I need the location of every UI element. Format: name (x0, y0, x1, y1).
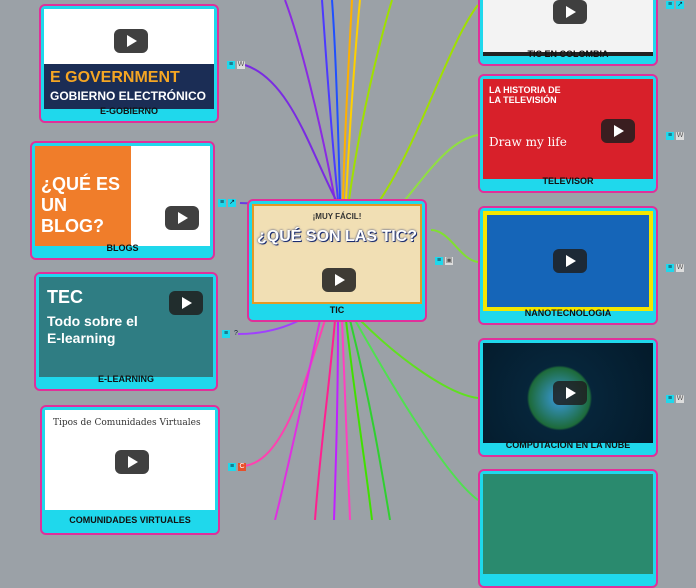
node-label: TIC (329, 305, 345, 315)
node-icons: ≡W (666, 395, 684, 403)
play-icon[interactable] (114, 29, 148, 53)
video-thumbnail[interactable]: E GOVERNMENT GOBIERNO ELECTRÓNICO (44, 9, 214, 109)
node-computacion-en-la-nube[interactable]: COMPUTACION EN LA NUBE (478, 338, 658, 457)
branch-lines (237, 0, 479, 520)
thumb-logo: TEC (47, 287, 83, 307)
play-icon[interactable] (553, 381, 587, 405)
wikipedia-icon[interactable]: W (676, 395, 684, 403)
thumb-text: ¿QUÉ ES UN BLOG? (41, 174, 121, 236)
play-icon[interactable] (553, 0, 587, 24)
video-thumbnail[interactable]: LA HISTORIA DE LA TELEVISIÓN Draw my lif… (483, 79, 653, 179)
wikipedia-icon[interactable]: W (676, 264, 684, 272)
thumb-text: ¡MUY FÁCIL! (312, 212, 362, 221)
node-label: E-LEARNING (98, 374, 154, 384)
thumb-text: Draw my life (489, 135, 567, 149)
node-label: COMPUTACION EN LA NUBE (505, 440, 631, 450)
menu-icon[interactable]: ≡ (218, 199, 226, 207)
wikipedia-icon[interactable]: W (676, 132, 684, 140)
menu-icon[interactable]: ≡ (227, 61, 235, 69)
menu-icon[interactable]: ≡ (666, 132, 674, 140)
menu-icon[interactable]: ≡ (666, 395, 674, 403)
link-icon[interactable]: ↗ (228, 199, 236, 207)
node-icons: ≡C (228, 463, 246, 471)
node-label: BLOGS (106, 243, 139, 253)
thumb-text: E GOVERNMENT (50, 69, 180, 86)
node-icons: ≡W (666, 264, 684, 272)
node-video[interactable] (478, 469, 658, 588)
play-icon[interactable] (553, 249, 587, 273)
video-thumbnail[interactable]: TEC Todo sobre el E-learning (39, 277, 213, 377)
node-tic-en-colombia[interactable]: TIC EN COLOMBIA (478, 0, 658, 66)
play-icon[interactable] (601, 119, 635, 143)
video-thumbnail[interactable]: Tipos de Comunidades Virtuales (45, 410, 215, 510)
image-icon[interactable]: ▣ (445, 257, 453, 265)
node-blogs[interactable]: ¿QUÉ ES UN BLOG? BLOGS (30, 141, 215, 260)
node-label: TIC EN COLOMBIA (527, 49, 609, 59)
node-icons: ≡? (222, 330, 240, 338)
menu-icon[interactable]: ≡ (228, 463, 236, 471)
play-icon[interactable] (169, 291, 203, 315)
thumb-text: Todo sobre el E-learning (47, 313, 138, 346)
menu-icon[interactable]: ≡ (666, 264, 674, 272)
video-thumbnail[interactable] (483, 343, 653, 443)
menu-icon[interactable]: ≡ (222, 330, 230, 338)
node-televisor[interactable]: LA HISTORIA DE LA TELEVISIÓN Draw my lif… (478, 74, 658, 193)
node-e-learning[interactable]: TEC Todo sobre el E-learning E-LEARNING (34, 272, 218, 391)
node-label: NANOTECNOLOGIA (524, 308, 612, 318)
menu-icon[interactable]: ≡ (666, 1, 674, 9)
node-icons: ≡W (666, 132, 684, 140)
video-thumbnail[interactable]: ¡MUY FÁCIL! ¿QUÉ SON LAS TIC? (252, 204, 422, 304)
node-comunidades-virtuales[interactable]: Tipos de Comunidades Virtuales COMUNIDAD… (40, 405, 220, 535)
node-icons: ≡W (227, 61, 245, 69)
menu-icon[interactable]: ≡ (435, 257, 443, 265)
node-tic-central[interactable]: ¡MUY FÁCIL! ¿QUÉ SON LAS TIC? TIC (247, 199, 427, 322)
help-icon[interactable]: ? (234, 330, 238, 337)
node-nanotecnologia[interactable]: NANOTECNOLOGIA (478, 206, 658, 325)
thumb-text: ¿QUÉ SON LAS TIC? (257, 228, 417, 245)
thumb-text: Tipos de Comunidades Virtuales (53, 418, 201, 428)
node-label: COMUNIDADES VIRTUALES (69, 515, 191, 525)
play-icon[interactable] (322, 268, 356, 292)
thumb-text: LA HISTORIA DE LA TELEVISIÓN (489, 85, 561, 105)
node-label: E-GOBIERNO (99, 106, 158, 116)
node-icons: ≡↗ (666, 1, 684, 9)
node-e-gobierno[interactable]: E GOVERNMENT GOBIERNO ELECTRÓNICO E-GOBI… (39, 4, 219, 123)
node-label: TELEVISOR (542, 176, 594, 186)
node-icons: ≡↗ (218, 199, 236, 207)
video-thumbnail[interactable] (483, 211, 653, 311)
video-thumbnail[interactable] (483, 474, 653, 574)
video-thumbnail[interactable] (483, 0, 653, 56)
play-icon[interactable] (115, 450, 149, 474)
thumb-text: GOBIERNO ELECTRÓNICO (50, 89, 207, 103)
play-icon[interactable] (165, 206, 199, 230)
link-icon[interactable]: ↗ (676, 1, 684, 9)
node-icons: ≡▣ (435, 257, 453, 265)
video-thumbnail[interactable]: ¿QUÉ ES UN BLOG? (35, 146, 210, 246)
wikipedia-icon[interactable]: W (237, 61, 245, 69)
c-icon[interactable]: C (238, 463, 246, 471)
